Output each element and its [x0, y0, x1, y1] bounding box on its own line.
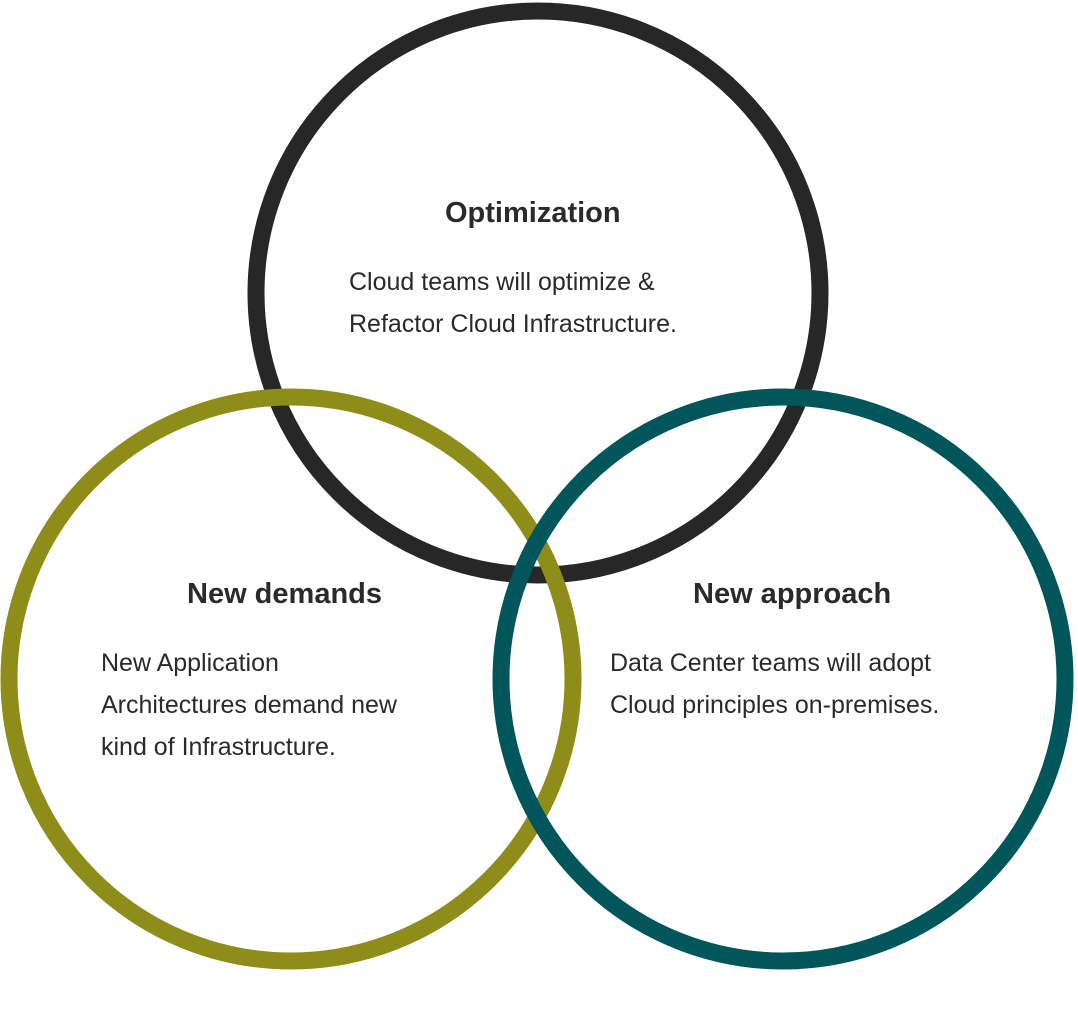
- new-approach-desc-line: Cloud principles on-premises.: [610, 691, 940, 719]
- optimization-desc-line: Cloud teams will optimize &: [349, 268, 655, 296]
- new-demands-desc-line: New Application: [101, 649, 279, 677]
- new-demands-block: New demands New Application Architecture…: [101, 577, 501, 768]
- new-demands-desc-line: kind of Infrastructure.: [101, 733, 336, 761]
- circle-new-approach: [492, 388, 1074, 970]
- new-approach-desc-line: Data Center teams will adopt: [610, 649, 931, 677]
- new-demands-description: New Application Architectures demand new…: [101, 642, 501, 768]
- circle-optimization: [247, 2, 829, 584]
- optimization-block: Optimization Cloud teams will optimize &…: [349, 196, 739, 345]
- circle-new-demands: [0, 388, 582, 970]
- new-approach-title: New approach: [693, 578, 892, 610]
- new-approach-description: Data Center teams will adopt Cloud princ…: [610, 642, 1030, 726]
- new-approach-block: New approach Data Center teams will adop…: [610, 577, 1030, 726]
- new-demands-desc-line: Architectures demand new: [101, 691, 397, 719]
- new-demands-title: New demands: [187, 578, 382, 610]
- optimization-desc-line: Refactor Cloud Infrastructure.: [349, 310, 677, 338]
- optimization-title: Optimization: [445, 197, 621, 229]
- optimization-description: Cloud teams will optimize & Refactor Clo…: [349, 261, 739, 345]
